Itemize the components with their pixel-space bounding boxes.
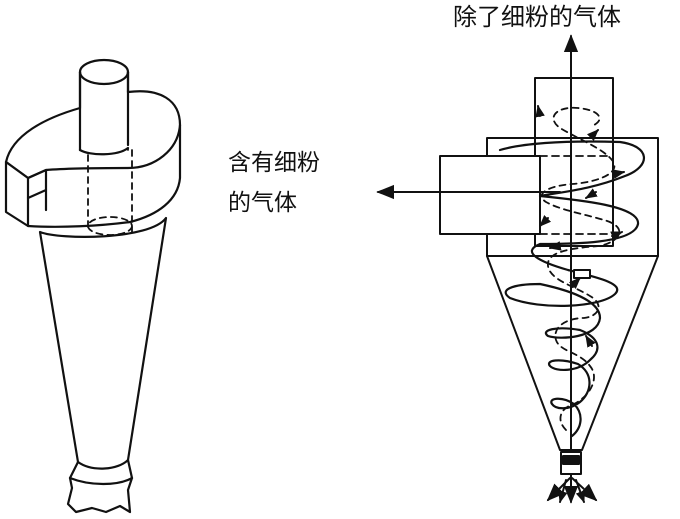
outlet-pipe-top [78, 58, 130, 86]
cone [486, 255, 659, 451]
label-dusty-gas-inlet-line1: 含有细粉 [228, 150, 320, 176]
dust-discharge-arrows [546, 475, 598, 504]
inlet-duct [439, 155, 541, 235]
dust-outlet [66, 458, 134, 514]
cyclone-flow-schematic [376, 34, 659, 504]
cyclone-3d-drawing [4, 58, 182, 514]
inner-vortex [540, 106, 621, 431]
cone-body [38, 216, 168, 470]
label-clean-gas-outlet: 除了细粉的气体 [453, 3, 621, 31]
outer-vortex [498, 140, 645, 438]
outlet-pipe [534, 77, 614, 247]
housing-wall [26, 123, 182, 228]
label-dusty-gas-inlet-line2: 的气体 [228, 190, 297, 216]
housing-top [4, 90, 182, 180]
